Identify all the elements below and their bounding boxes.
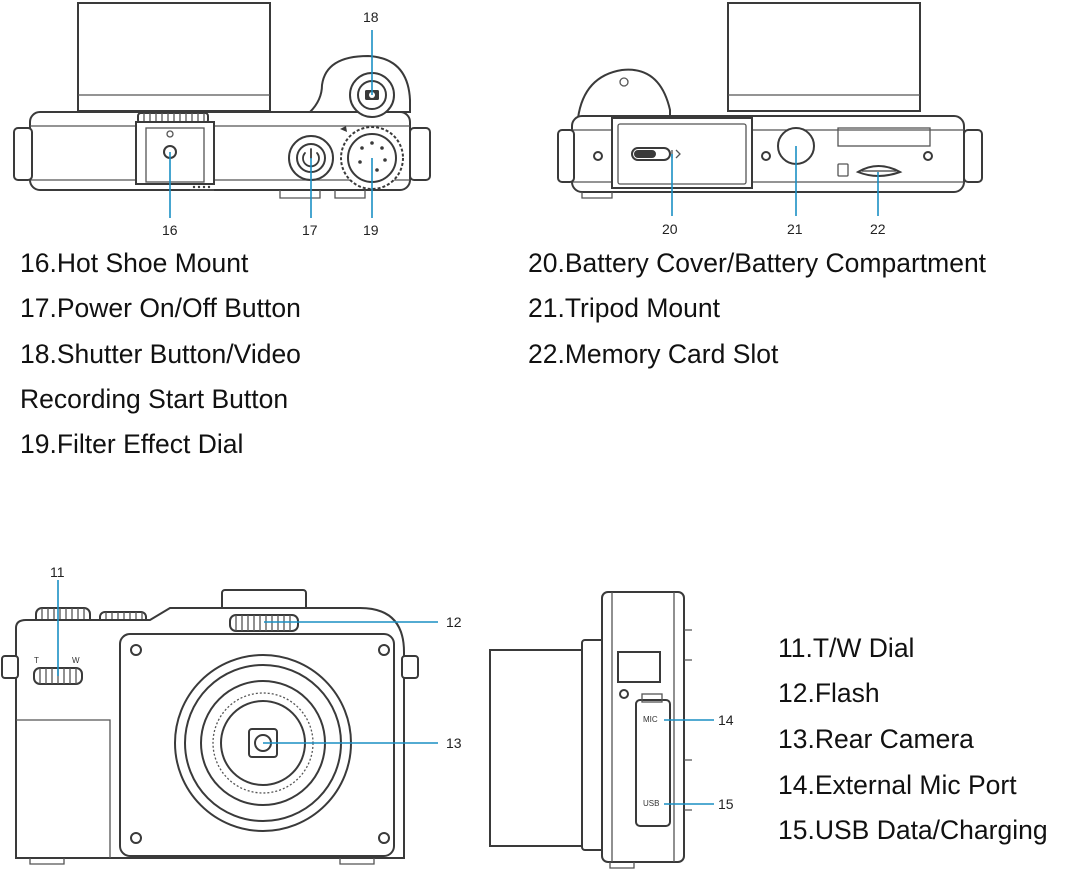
callout-19: 19	[363, 222, 379, 238]
legend-shutter-button: 18.Shutter Button/Video	[20, 339, 301, 369]
callout-15: 15	[718, 796, 734, 812]
legend-shutter-button-cont: Recording Start Button	[20, 384, 289, 414]
camera-side-view: MIC USB 14 15	[489, 591, 734, 869]
callout-18: 18	[363, 9, 379, 25]
legend-rear-camera: 13.Rear Camera	[778, 724, 974, 754]
camera-top-view: 16 17 18 19	[13, 2, 431, 238]
wide-marking: W	[72, 656, 80, 665]
legend-tripod-mount: 21.Tripod Mount	[528, 293, 720, 323]
callout-16: 16	[162, 222, 178, 238]
callout-14: 14	[718, 712, 734, 728]
legend-memory-card-slot: 22.Memory Card Slot	[528, 339, 779, 369]
callout-22: 22	[870, 221, 886, 237]
callout-13: 13	[446, 735, 462, 751]
camera-bottom-view: 20 21 22	[557, 2, 983, 237]
legend-power-button: 17.Power On/Off Button	[20, 293, 301, 323]
legend-battery-cover: 20.Battery Cover/Battery Compartment	[528, 248, 987, 278]
legend-tw-dial: 11.T/W Dial	[778, 633, 915, 663]
callout-21: 21	[787, 221, 803, 237]
legend-filter-dial: 19.Filter Effect Dial	[20, 429, 244, 459]
legend-mic-port: 14.External Mic Port	[778, 770, 1017, 800]
legend-usb-port: 15.USB Data/Charging	[778, 815, 1048, 845]
callout-20: 20	[662, 221, 678, 237]
callout-17: 17	[302, 222, 318, 238]
legend-hot-shoe: 16.Hot Shoe Mount	[20, 248, 249, 278]
usb-marking: USB	[643, 799, 659, 808]
callout-12: 12	[446, 614, 462, 630]
mic-marking: MIC	[643, 715, 658, 724]
legend-flash: 12.Flash	[778, 678, 880, 708]
camera-back-view: T W 11 12 13	[1, 564, 462, 865]
callout-11: 11	[50, 564, 65, 580]
tele-marking: T	[34, 656, 39, 665]
